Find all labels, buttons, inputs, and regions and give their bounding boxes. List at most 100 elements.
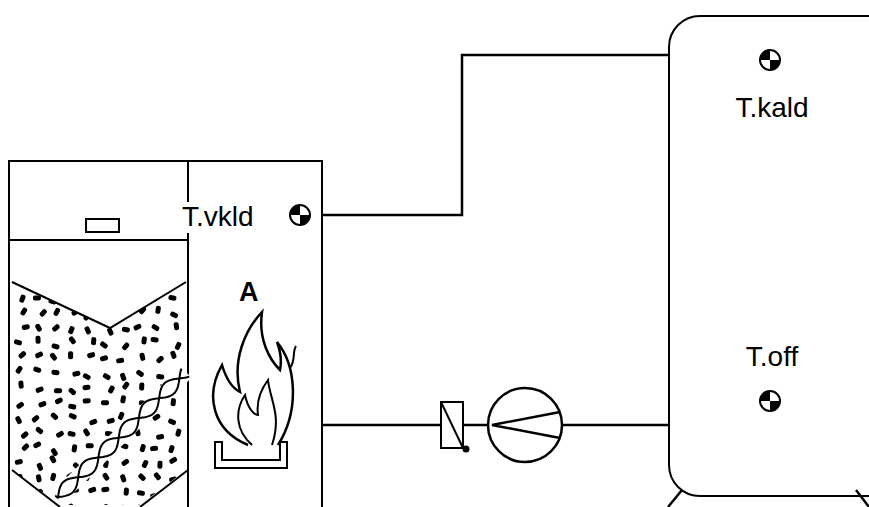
temperature-sensor [760, 50, 770, 60]
pellet [157, 461, 162, 469]
pellet [133, 323, 142, 331]
pellet [153, 472, 162, 481]
pellet [139, 444, 146, 453]
pellet [35, 488, 44, 497]
pellet [32, 441, 41, 449]
pellet [102, 472, 111, 481]
pellet [67, 431, 76, 438]
hopper-wall [140, 470, 188, 507]
pellet [91, 337, 97, 345]
flame-tongue [290, 346, 296, 368]
pellet [141, 336, 147, 345]
pellet [68, 412, 77, 420]
pellet [99, 355, 108, 362]
pellet [137, 473, 146, 482]
check-valve [441, 402, 463, 448]
pellet [33, 366, 42, 373]
pellet [170, 398, 176, 406]
pellet [15, 415, 23, 424]
pellet [50, 412, 59, 421]
tank-leg [668, 490, 682, 507]
auger-screw [58, 369, 181, 497]
pellet-boiler: T.vkldA [8, 160, 323, 507]
pellet [87, 293, 95, 298]
pellet [18, 380, 24, 388]
pellet [50, 472, 57, 481]
pellet [50, 447, 59, 456]
pellet [49, 455, 57, 464]
pellet [101, 295, 109, 304]
pellet [67, 325, 75, 334]
pellet [68, 387, 77, 396]
check-valve-dot [463, 446, 470, 453]
pellet [68, 351, 73, 359]
pellet [82, 373, 91, 381]
pellet [150, 445, 159, 451]
pellet [67, 292, 76, 301]
pellet [119, 474, 126, 483]
pellet [32, 503, 41, 507]
temperature-sensor [300, 215, 310, 225]
pellet [101, 486, 110, 492]
pellet [55, 430, 64, 438]
pellet [169, 311, 178, 319]
check-valve [441, 402, 463, 448]
pellet [34, 351, 43, 359]
pellet [106, 308, 115, 317]
pellet [102, 372, 111, 380]
pellet [137, 490, 146, 496]
pellet [89, 418, 98, 426]
pellet [106, 417, 115, 424]
pellet [83, 398, 91, 403]
pellet [168, 445, 175, 454]
hopper-wall [12, 470, 60, 507]
pellet [116, 504, 125, 507]
pellet [119, 372, 127, 381]
pellet [38, 401, 47, 408]
pellet [22, 506, 29, 507]
auger-screw [58, 369, 189, 497]
pellet [54, 397, 63, 405]
pellet [134, 297, 140, 305]
pellet [72, 370, 81, 377]
pellet [123, 487, 129, 495]
pellet [36, 462, 44, 471]
pellet [49, 352, 58, 361]
pellet [48, 298, 57, 305]
pellet [174, 491, 181, 500]
pellet [155, 305, 161, 314]
pellet [168, 295, 177, 301]
pellet [121, 458, 130, 467]
pellet [135, 369, 144, 378]
pellet [151, 323, 160, 332]
pellet [33, 295, 41, 300]
pellet [18, 491, 25, 500]
pellet [156, 434, 165, 440]
pellet [21, 443, 30, 452]
pellet [121, 381, 130, 390]
flame [213, 312, 293, 445]
sensor-label: T.vkld [180, 202, 256, 233]
pellet [116, 357, 125, 363]
pellet [87, 352, 96, 359]
pellet [35, 426, 44, 435]
pellet [99, 341, 108, 350]
pellet [82, 428, 90, 437]
pellet [34, 323, 42, 332]
pellet [35, 386, 44, 393]
temperature-sensor [760, 50, 780, 70]
pellet [21, 324, 30, 330]
storage-tank: T.kaldT.off [668, 15, 869, 497]
pellet [156, 374, 165, 380]
pellet [18, 350, 27, 359]
temperature-sensor [760, 391, 780, 411]
burner-tray [215, 442, 287, 468]
pellet [35, 336, 40, 344]
pellet [51, 370, 60, 376]
pellet [173, 322, 179, 331]
hopper-lid [8, 239, 188, 241]
pellet [39, 308, 48, 317]
pellet [19, 294, 27, 303]
pellet [117, 411, 125, 420]
